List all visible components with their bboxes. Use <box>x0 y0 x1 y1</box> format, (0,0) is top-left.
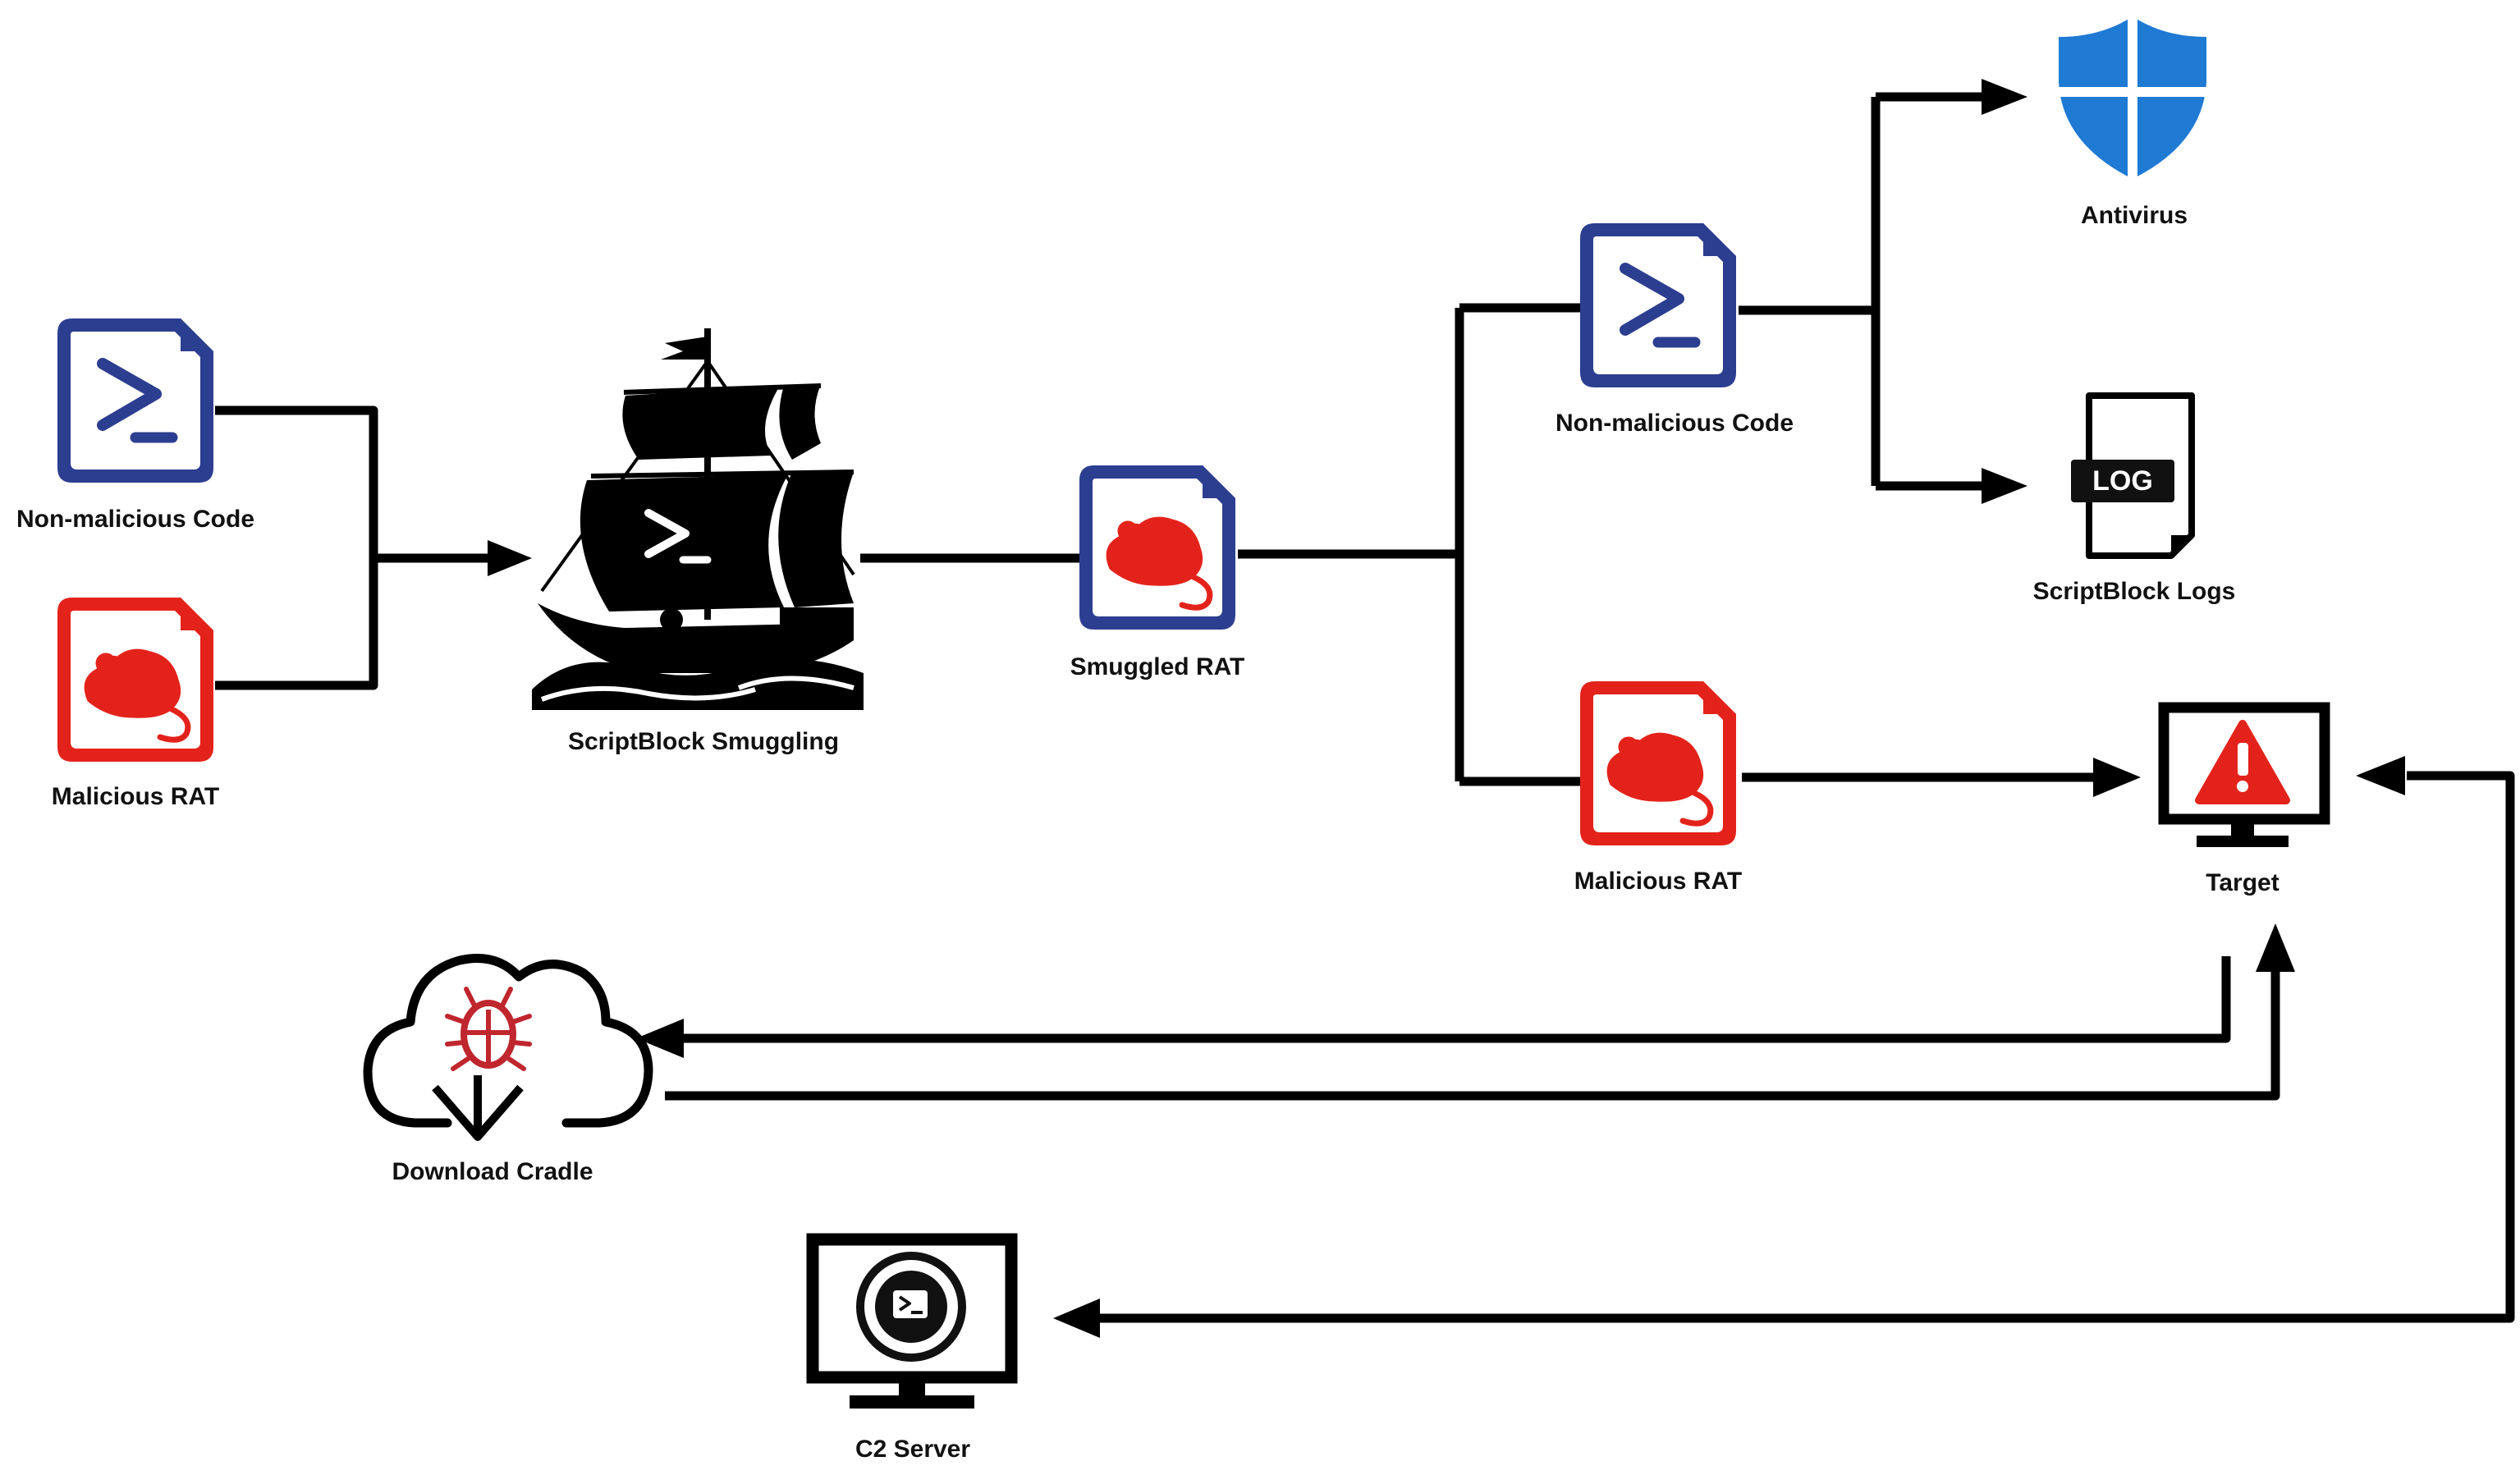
label-input-code: Non-malicious Code <box>16 506 254 533</box>
label-cradle: Download Cradle <box>392 1158 593 1185</box>
label-input-rat: Malicious RAT <box>52 783 219 810</box>
arrowhead-to-target-up <box>2256 923 2295 972</box>
label-smuggled-rat: Smuggled RAT <box>1070 653 1245 680</box>
connector-c2-loop <box>1092 771 2515 1323</box>
connector-input-rat <box>215 558 378 690</box>
label-smuggling: ScriptBlock Smuggling <box>568 728 839 755</box>
arrowhead-to-logs <box>1982 468 2027 504</box>
node-c2: C2 Server <box>806 1233 1018 1463</box>
label-visible-code: Non-malicious Code <box>1556 410 1794 437</box>
rat-file-icon <box>1580 681 1736 845</box>
node-smuggling: ScriptBlock Smuggling <box>532 328 864 755</box>
node-cradle: Download Cradle <box>363 954 653 1185</box>
node-target: Target <box>2158 702 2330 896</box>
connector-target-to-cradle <box>681 956 2231 1043</box>
pirate-ship-icon <box>532 328 864 710</box>
log-badge <box>2071 460 2174 502</box>
cloud-bug-download-icon <box>363 954 653 1141</box>
node-smuggled-rat: Smuggled RAT <box>1070 465 1245 680</box>
arrowhead-to-smuggling <box>488 540 532 576</box>
rat-file-icon <box>1079 465 1235 630</box>
node-logs: LOG ScriptBlock Logs <box>2033 392 2236 605</box>
arrowhead-to-target <box>2093 758 2141 797</box>
arrowhead-from-c2-to-target <box>2356 756 2405 795</box>
label-target: Target <box>2206 869 2279 896</box>
node-visible-code: Non-malicious Code <box>1556 223 1794 437</box>
connectors <box>215 79 2515 1338</box>
arrowhead-to-cradle <box>636 1019 684 1058</box>
log-file-icon: LOG <box>2071 392 2195 559</box>
warning-monitor-icon <box>2158 702 2330 847</box>
c2-monitor-icon <box>806 1233 1018 1409</box>
powershell-file-icon <box>1580 223 1736 387</box>
connector-cradle-to-target <box>665 970 2280 1101</box>
node-input-rat: Malicious RAT <box>52 598 219 810</box>
arrowhead-to-antivirus <box>1982 79 2027 115</box>
label-logs: ScriptBlock Logs <box>2033 578 2236 605</box>
node-antivirus: Antivirus <box>2059 16 2206 229</box>
node-input-code: Non-malicious Code <box>16 318 254 533</box>
label-antivirus: Antivirus <box>2081 202 2188 229</box>
log-badge-text: LOG <box>2092 465 2153 497</box>
node-hidden-rat: Malicious RAT <box>1574 681 1742 895</box>
label-hidden-rat: Malicious RAT <box>1574 868 1742 895</box>
connector-input-code <box>215 405 378 558</box>
arrowhead-to-c2 <box>1053 1299 1100 1338</box>
windows-defender-shield-icon <box>2059 16 2206 179</box>
label-c2: C2 Server <box>855 1436 970 1463</box>
rat-file-icon <box>57 598 213 762</box>
powershell-file-icon <box>57 318 213 483</box>
